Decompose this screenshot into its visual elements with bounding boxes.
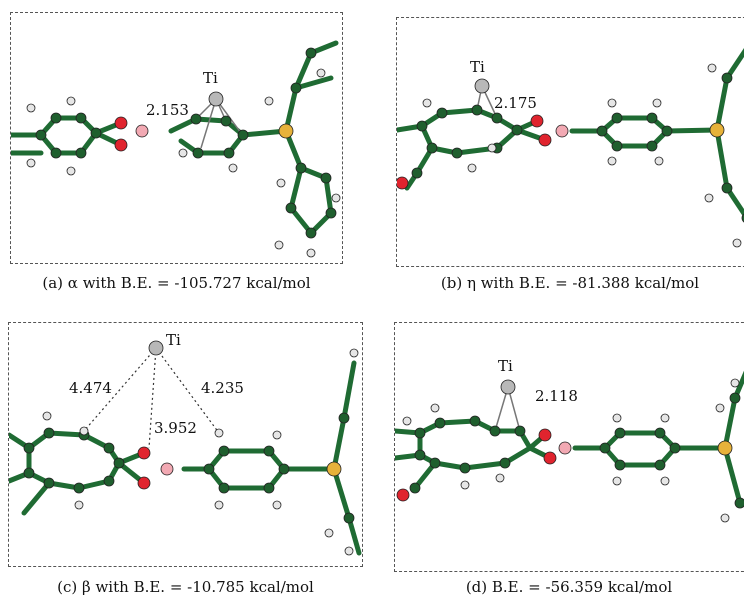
panel-b-eta: Ti 2.175 xyxy=(396,17,744,267)
atoms-c xyxy=(23,340,359,556)
bonds-b xyxy=(397,47,744,219)
molecule-structure-c: Ti 4.474 4.235 3.952 xyxy=(9,331,362,556)
caption-c: (c) β with B.E. = -10.785 kcal/mol xyxy=(57,578,314,596)
bonds-d xyxy=(395,370,744,506)
molecule-structure-a: Ti 2.153 xyxy=(11,40,341,258)
ti-dotted-lines-c xyxy=(83,347,220,449)
distance-label-middle: 3.952 xyxy=(154,419,197,437)
bonds-c xyxy=(9,360,362,556)
distance-label-left: 4.474 xyxy=(69,379,112,397)
ti-label: Ti xyxy=(203,69,218,87)
ti-label: Ti xyxy=(498,357,513,375)
caption-a: (a) α with B.E. = -105.727 kcal/mol xyxy=(42,274,311,292)
ti-label: Ti xyxy=(470,58,485,76)
distance-label-right: 4.235 xyxy=(201,379,244,397)
atoms-a xyxy=(26,47,341,258)
bond-distance-label: 2.175 xyxy=(494,94,537,112)
molecule-structure-b: Ti 2.175 xyxy=(397,47,744,248)
atoms-b xyxy=(397,63,744,248)
panel-a-alpha: Ti 2.153 xyxy=(10,12,343,264)
caption-b: (b) η with B.E. = -81.388 kcal/mol xyxy=(440,274,700,292)
atoms-d xyxy=(396,378,744,523)
caption-d: (d) B.E. = -56.359 kcal/mol xyxy=(465,578,673,596)
ti-bonds-a xyxy=(195,98,242,149)
bond-distance-label: 2.153 xyxy=(146,101,189,119)
ti-label: Ti xyxy=(166,331,181,349)
panel-c-beta: Ti 4.474 4.235 3.952 xyxy=(8,322,363,567)
bond-distance-label: 2.118 xyxy=(535,387,578,405)
panel-d: Ti 2.118 xyxy=(394,322,744,572)
ti-bonds-d xyxy=(494,386,521,432)
molecule-structure-d: Ti 2.118 xyxy=(395,357,744,523)
